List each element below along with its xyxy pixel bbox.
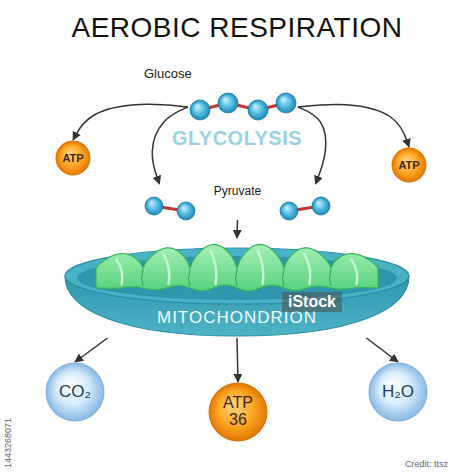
diagram-title: AEROBIC RESPIRATION bbox=[0, 12, 474, 44]
carbon-ball bbox=[145, 197, 163, 215]
carbon-ball bbox=[280, 202, 298, 220]
atp-sphere bbox=[209, 383, 267, 441]
glucose-molecule: Glucose bbox=[188, 92, 298, 122]
atp-yield-circle: ATP36 bbox=[208, 382, 268, 442]
carbon-ball bbox=[177, 202, 195, 220]
node-text: ATP bbox=[223, 395, 253, 412]
flow-arrow bbox=[73, 104, 188, 140]
product-circle: H₂O bbox=[368, 362, 428, 422]
cristae-fold bbox=[305, 254, 311, 284]
cristae bbox=[96, 244, 378, 291]
carbon-ball bbox=[248, 100, 268, 120]
node-text: MITOCHONDRION bbox=[62, 308, 412, 328]
carbon-ball bbox=[218, 93, 238, 113]
watermark: iStock bbox=[282, 292, 342, 312]
cristae-fold bbox=[352, 260, 358, 284]
cristae-fold bbox=[211, 250, 217, 284]
node-text: ATP bbox=[62, 152, 83, 164]
cristae-fold bbox=[164, 254, 170, 284]
cristae-fold bbox=[283, 269, 285, 286]
node-text: 36 bbox=[229, 412, 247, 429]
flow-arrow bbox=[236, 220, 238, 238]
molecule-sphere bbox=[46, 363, 104, 421]
cristae-fold bbox=[189, 269, 191, 286]
atp-sphere bbox=[56, 141, 90, 175]
carbon-ball bbox=[276, 93, 296, 113]
product-circle: CO₂ bbox=[45, 362, 105, 422]
atp-sphere bbox=[392, 148, 426, 182]
carbon-ball bbox=[312, 197, 330, 215]
cristae-fold bbox=[330, 269, 332, 286]
flow-arrow bbox=[367, 338, 399, 362]
process-label: GLYCOLYSIS bbox=[0, 127, 474, 150]
flow-arrow bbox=[237, 338, 238, 382]
credit-note: Credit: ttsz bbox=[405, 459, 448, 469]
node-text: ATP bbox=[398, 159, 419, 171]
cristae-fold bbox=[236, 269, 238, 286]
flow-arrow bbox=[298, 107, 326, 184]
node-text: H₂O bbox=[382, 382, 414, 402]
glucose-shape bbox=[188, 92, 298, 122]
node-text: Pyruvate bbox=[140, 184, 335, 198]
molecule-sphere bbox=[369, 363, 427, 421]
flow-arrow bbox=[75, 338, 108, 362]
carbon-ball bbox=[190, 100, 210, 120]
cristae-fold bbox=[258, 250, 264, 284]
image-id: 1443268071 bbox=[3, 418, 13, 468]
node-text: Glucose bbox=[144, 66, 192, 81]
cristae-fold bbox=[142, 269, 144, 286]
flow-arrow bbox=[298, 104, 409, 147]
cristae-fold bbox=[117, 260, 123, 284]
mitochondrion: MITOCHONDRION bbox=[62, 238, 412, 338]
node-text: CO₂ bbox=[59, 382, 91, 402]
atp-circle: ATP bbox=[391, 147, 427, 183]
pyruvate-molecules: Pyruvate bbox=[140, 184, 335, 220]
atp-circle: ATP bbox=[55, 140, 91, 176]
